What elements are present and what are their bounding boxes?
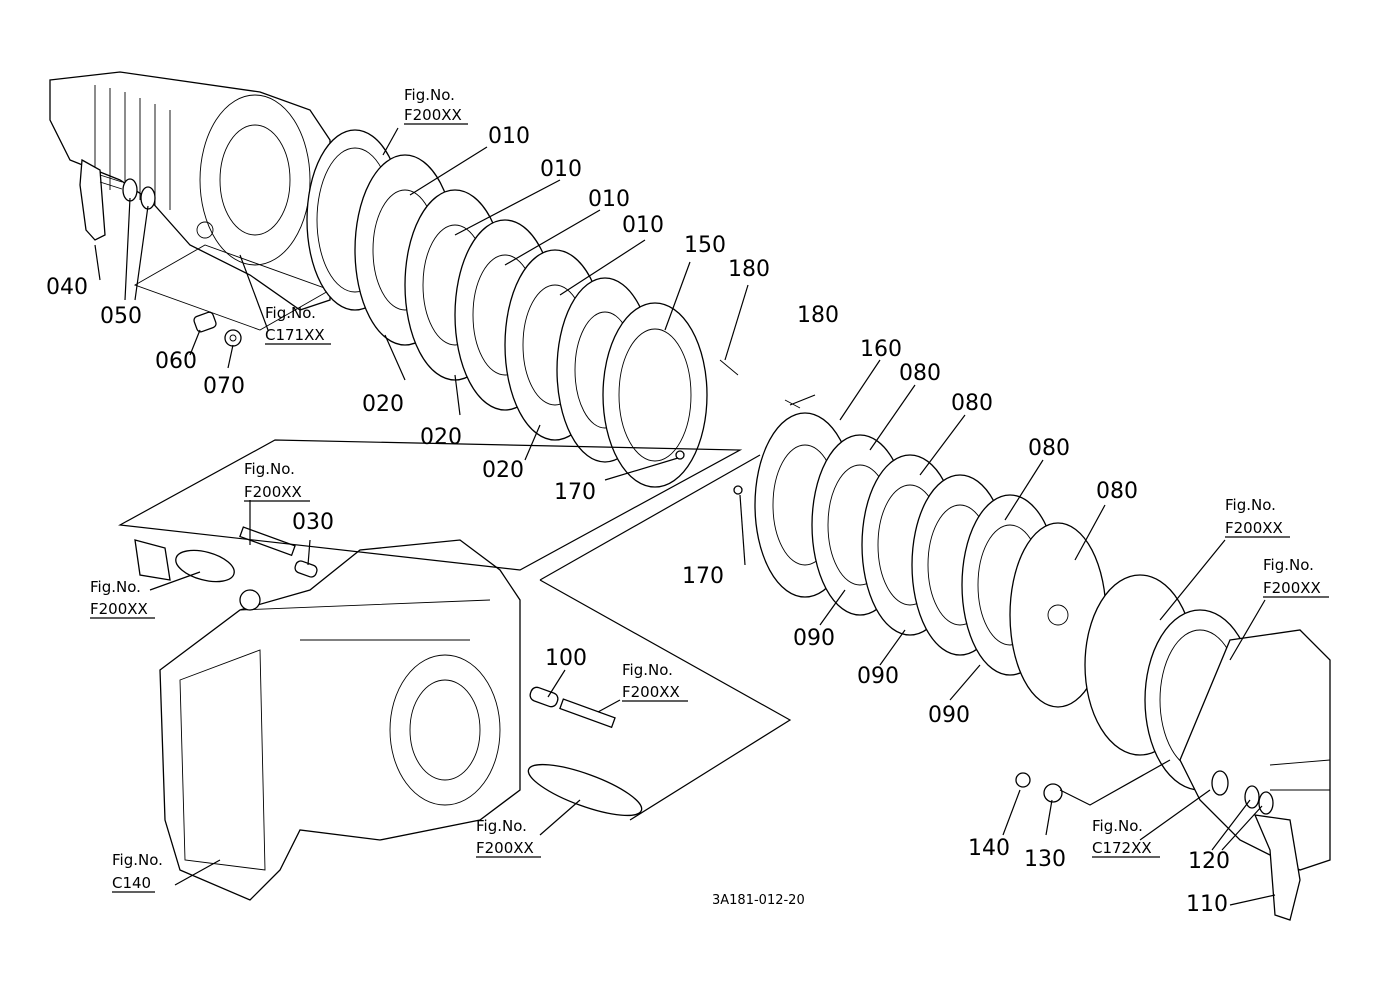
svg-text:C140: C140 (112, 874, 151, 892)
part-010-label-1[interactable]: 010 (488, 124, 530, 149)
part-170-label-1[interactable]: 170 (554, 480, 596, 505)
fig-ref-f9[interactable]: Fig.No. F200XX (1263, 556, 1329, 598)
fig-ref-f5[interactable]: Fig.No. F200XX (622, 661, 688, 702)
svg-text:Fig.No.: Fig.No. (1092, 817, 1143, 835)
part-100-label[interactable]: 100 (545, 646, 587, 671)
part-130-label[interactable]: 130 (1024, 847, 1066, 872)
part-020-label-1[interactable]: 020 (362, 392, 404, 417)
svg-text:Fig.No.: Fig.No. (265, 304, 316, 322)
part-150-label[interactable]: 150 (684, 233, 726, 258)
right-housing-drawing (1015, 574, 1331, 921)
figure-references: Fig.No. F200XX Fig.No. C171XX Fig.No. F2… (90, 86, 1329, 893)
svg-text:Fig.No.: Fig.No. (1225, 496, 1276, 514)
svg-text:F200XX: F200XX (244, 483, 302, 501)
svg-text:Fig.No.: Fig.No. (244, 460, 295, 478)
drawing-code: 3A181-012-20 (712, 893, 805, 908)
part-080-label-4[interactable]: 080 (1096, 479, 1138, 504)
part-080-label-2[interactable]: 080 (951, 391, 993, 416)
part-180-label-1[interactable]: 180 (728, 257, 770, 282)
part-040-label[interactable]: 040 (46, 275, 88, 300)
part-020-label-2[interactable]: 020 (420, 425, 462, 450)
part-070-label[interactable]: 070 (203, 374, 245, 399)
part-050-label[interactable]: 050 (100, 304, 142, 329)
svg-text:F200XX: F200XX (90, 600, 148, 618)
part-090-label-2[interactable]: 090 (857, 664, 899, 689)
svg-text:F200XX: F200XX (476, 839, 534, 857)
svg-text:C171XX: C171XX (265, 326, 325, 344)
lower-plate-stack (733, 399, 1107, 708)
part-030-label[interactable]: 030 (292, 510, 334, 535)
svg-text:Fig.No.: Fig.No. (622, 661, 673, 679)
svg-text:Fig.No.: Fig.No. (112, 851, 163, 869)
part-010-label-4[interactable]: 010 (622, 213, 664, 238)
svg-text:Fig.No.: Fig.No. (404, 86, 455, 104)
part-callouts: 010 010 010 010 150 180 040 050 060 070 … (46, 124, 1230, 917)
part-140-label[interactable]: 140 (968, 836, 1010, 861)
svg-text:Fig.No.: Fig.No. (476, 817, 527, 835)
svg-text:Fig.No.: Fig.No. (90, 578, 141, 596)
part-120-label[interactable]: 120 (1188, 849, 1230, 874)
part-180-label-2[interactable]: 180 (797, 303, 839, 328)
fig-ref-f10[interactable]: Fig.No. C172XX (1092, 817, 1160, 858)
part-170-label-2[interactable]: 170 (682, 564, 724, 589)
svg-text:C172XX: C172XX (1092, 839, 1152, 857)
upper-plate-stack (306, 129, 739, 488)
fig-ref-f8[interactable]: Fig.No. F200XX (1225, 496, 1290, 538)
fig-ref-f7[interactable]: Fig.No. C140 (112, 851, 163, 893)
fig-ref-f1[interactable]: Fig.No. F200XX (404, 86, 468, 125)
part-160-label[interactable]: 160 (860, 337, 902, 362)
part-020-label-3[interactable]: 020 (482, 458, 524, 483)
svg-text:F200XX: F200XX (1225, 519, 1283, 537)
part-090-label-1[interactable]: 090 (793, 626, 835, 651)
svg-text:F200XX: F200XX (622, 683, 680, 701)
fig-ref-f2[interactable]: Fig.No. C171XX (265, 304, 331, 345)
left-housing-drawing (49, 71, 332, 347)
part-110-label[interactable]: 110 (1186, 892, 1228, 917)
fig-ref-f4[interactable]: Fig.No. F200XX (90, 578, 155, 619)
leader-lines (94, 127, 1276, 906)
part-080-label-1[interactable]: 080 (899, 361, 941, 386)
svg-text:F200XX: F200XX (1263, 579, 1321, 597)
svg-text:Fig.No.: Fig.No. (1263, 556, 1314, 574)
part-060-label[interactable]: 060 (155, 349, 197, 374)
part-010-label-2[interactable]: 010 (540, 157, 582, 182)
part-080-label-3[interactable]: 080 (1028, 436, 1070, 461)
fig-ref-f6[interactable]: Fig.No. F200XX (476, 817, 541, 858)
svg-text:F200XX: F200XX (404, 106, 462, 124)
part-010-label-3[interactable]: 010 (588, 187, 630, 212)
center-case-drawing (134, 526, 643, 901)
fig-ref-f3[interactable]: Fig.No. F200XX (244, 460, 310, 502)
part-090-label-3[interactable]: 090 (928, 703, 970, 728)
